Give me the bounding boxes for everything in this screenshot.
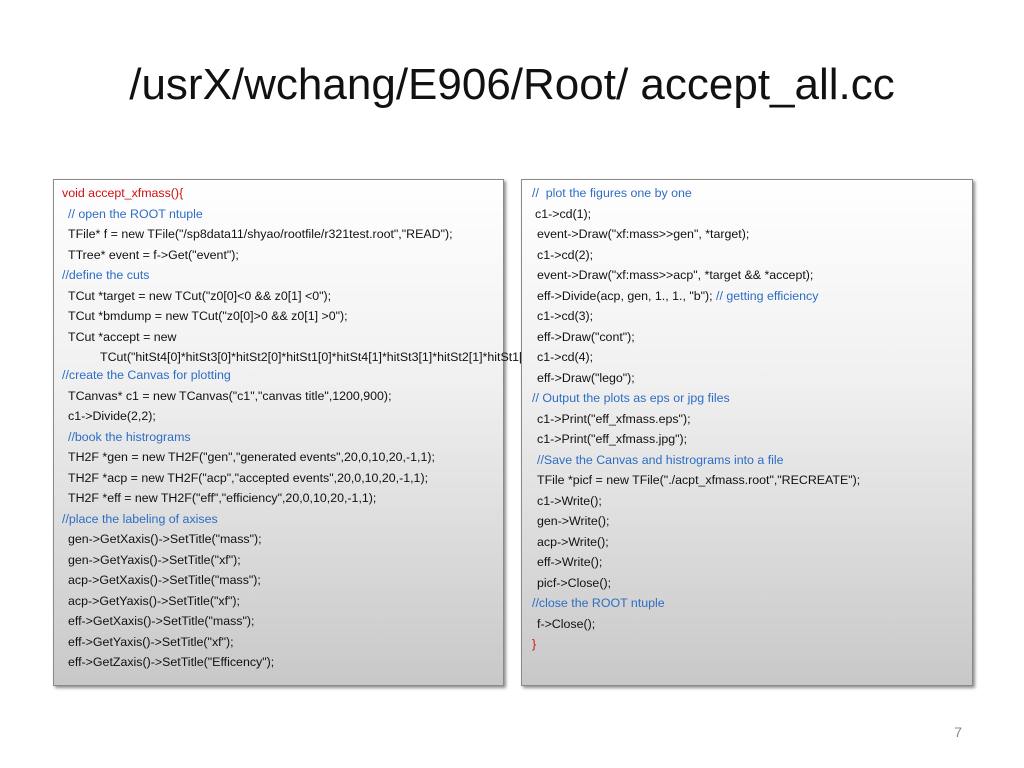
code-line: c1->cd(1); [522, 204, 972, 225]
code-line: c1->Print("eff_xfmass.jpg"); [522, 429, 972, 450]
code-line: c1->Write(); [522, 491, 972, 512]
code-panel-right: // plot the figures one by one c1->cd(1);… [521, 179, 973, 686]
code-line: eff->GetYaxis()->SetTitle("xf"); [68, 634, 234, 649]
code-line: // Output the plots as eps or jpg files [522, 388, 972, 409]
code-line: acp->Write(); [522, 532, 972, 553]
code-line: event->Draw("xf:mass>>acp", *target && *… [522, 265, 972, 286]
code-line: TCut *target = new TCut("z0[0]<0 && z0[1… [68, 288, 332, 303]
code-line: c1->cd(3); [522, 306, 972, 327]
code-segment: c1->cd(2); [537, 247, 594, 262]
code-line: //book the histrograms [68, 429, 191, 444]
code-line: TFile *picf = new TFile("./acpt_xfmass.r… [522, 470, 972, 491]
code-segment: //close the ROOT ntuple [532, 596, 665, 610]
code-line: c1->Print("eff_xfmass.eps"); [522, 409, 972, 430]
code-line: picf->Close(); [522, 573, 972, 594]
code-line: TCanvas* c1 = new TCanvas("c1","canvas t… [68, 388, 392, 403]
code-line: TCut *accept = new [68, 329, 177, 344]
code-line: gen->Write(); [522, 511, 972, 532]
code-line: event->Draw("xf:mass>>gen", *target); [522, 224, 972, 245]
code-segment: acp->Write(); [537, 534, 609, 549]
code-segment: c1->cd(3); [537, 309, 594, 323]
code-segment: eff->Divide(acp, gen, 1., 1., "b"); [537, 288, 717, 303]
code-line: c1->Divide(2,2); [68, 409, 156, 423]
code-line: acp->GetYaxis()->SetTitle("xf"); [68, 593, 240, 608]
code-line: gen->GetYaxis()->SetTitle("xf"); [68, 552, 241, 567]
page-number: 7 [954, 724, 962, 740]
code-line: eff->Divide(acp, gen, 1., 1., "b"); // g… [522, 286, 972, 307]
code-segment: f->Close(); [537, 616, 596, 631]
code-line: void accept_xfmass(){ [62, 186, 184, 200]
code-line: TH2F *acp = new TH2F("acp","accepted eve… [68, 470, 429, 485]
code-line: // plot the figures one by one [522, 183, 972, 204]
code-segment: c1->cd(1); [535, 206, 592, 221]
code-line: TCut *bmdump = new TCut("z0[0]>0 && z0[1… [68, 309, 348, 323]
code-line: TCut("hitSt4[0]*hitSt3[0]*hitSt2[0]*hitS… [100, 350, 559, 364]
code-segment: // Output the plots as eps or jpg files [532, 391, 730, 405]
code-segment: c1->Print("eff_xfmass.jpg"); [537, 432, 688, 446]
code-segment: // getting efficiency [716, 288, 819, 303]
code-segment: eff->Draw("lego"); [537, 370, 635, 385]
code-segment: eff->Write(); [537, 555, 603, 569]
code-line: TFile* f = new TFile("/sp8data11/shyao/r… [68, 227, 453, 241]
code-line: f->Close(); [522, 614, 972, 635]
code-segment: picf->Close(); [537, 575, 612, 590]
code-segment: TFile *picf = new TFile("./acpt_xfmass.r… [537, 473, 861, 487]
code-segment: eff->Draw("cont"); [537, 329, 635, 344]
code-segment: gen->Write(); [537, 514, 610, 528]
code-segment: c1->cd(4); [537, 350, 594, 364]
code-segment: c1->Write(); [537, 493, 602, 508]
code-segment: // plot the figures one by one [532, 186, 692, 200]
code-line: eff->Draw("cont"); [522, 327, 972, 348]
code-line: //define the cuts [62, 268, 150, 282]
code-panel-left: void accept_xfmass(){ // open the ROOT nt… [53, 179, 559, 686]
code-line: // open the ROOT ntuple [68, 206, 203, 221]
code-line: } [522, 634, 972, 655]
code-segment: c1->Print("eff_xfmass.eps"); [537, 411, 691, 426]
code-segment: event->Draw("xf:mass>>acp", *target && *… [537, 268, 814, 282]
code-line: eff->Draw("lego"); [522, 368, 972, 389]
code-line: c1->cd(2); [522, 245, 972, 266]
code-line: acp->GetXaxis()->SetTitle("mass"); [68, 573, 261, 587]
slide-title: /usrX/wchang/E906/Root/ accept_all.cc [129, 60, 895, 109]
code-line: gen->GetXaxis()->SetTitle("mass"); [68, 532, 262, 546]
code-line: eff->Write(); [522, 552, 972, 573]
code-segment: //Save the Canvas and histrograms into a… [537, 452, 784, 467]
code-line: TH2F *eff = new TH2F("eff","efficiency",… [68, 491, 377, 505]
code-line: //create the Canvas for plotting [62, 368, 231, 382]
code-line: TTree* event = f->Get("event"); [68, 247, 239, 262]
code-line: eff->GetXaxis()->SetTitle("mass"); [68, 614, 255, 628]
code-line: c1->cd(4); [522, 347, 972, 368]
code-segment: } [532, 637, 537, 651]
code-line: //close the ROOT ntuple [522, 593, 972, 614]
code-line: TH2F *gen = new TH2F("gen","generated ev… [68, 450, 435, 464]
code-line: //Save the Canvas and histrograms into a… [522, 450, 972, 471]
code-segment: event->Draw("xf:mass>>gen", *target); [537, 227, 750, 241]
code-line: eff->GetZaxis()->SetTitle("Efficency"); [68, 655, 275, 669]
code-line: //place the labeling of axises [62, 511, 218, 526]
